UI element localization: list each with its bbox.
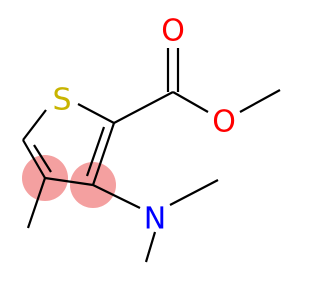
bond-n-methyl-down: [144, 231, 157, 263]
nitrogen-atom-label: N: [144, 202, 166, 237]
bond-c3-c2-inner: [85, 126, 106, 177]
bond-n-methyl-right: [169, 179, 219, 206]
bond-s-c5: [22, 109, 47, 141]
bond-c2-carbonyl-c: [113, 91, 174, 124]
bond-c4-methyl: [26, 177, 47, 229]
sulfur-atom-label: S: [52, 83, 71, 118]
bond-c4-c3: [44, 176, 94, 187]
bond-c2-s: [77, 103, 115, 124]
bond-carbonyl-c-o: [172, 91, 209, 113]
bond-c3-c2: [91, 122, 116, 186]
ester-oxygen-label: O: [212, 105, 236, 140]
bond-c5-c4: [22, 139, 46, 179]
carbonyl-oxygen-label: O: [161, 14, 185, 49]
bond-o-methyl: [239, 89, 281, 113]
bond-c3-n: [92, 184, 141, 209]
molecule-structure: S O O N: [22, 14, 281, 263]
bond-c5-c4-inner: [33, 144, 52, 173]
